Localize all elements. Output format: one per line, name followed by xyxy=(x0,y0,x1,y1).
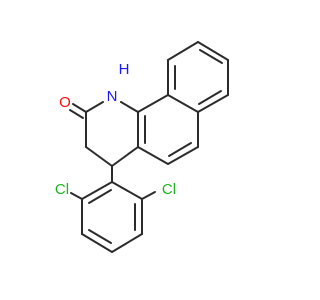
bond xyxy=(197,94,229,113)
bond-c-cl xyxy=(141,191,156,200)
bond xyxy=(167,146,199,165)
atom-label-oxygen: O xyxy=(59,94,71,111)
bond xyxy=(85,146,113,167)
bond xyxy=(81,233,113,253)
atom-label-chlorine-right: Cl xyxy=(162,181,176,198)
bond xyxy=(137,94,169,113)
bond-inner-double xyxy=(168,142,192,157)
bond xyxy=(111,146,139,167)
atom-label-chlorine-left: Cl xyxy=(55,181,69,198)
bond-inner-double xyxy=(198,90,222,105)
bond xyxy=(167,41,199,61)
bonds xyxy=(69,41,229,253)
bond-c-cl xyxy=(70,192,83,200)
atom-label-nitrogen: N xyxy=(107,88,118,105)
bond xyxy=(81,181,113,200)
bond xyxy=(120,101,139,113)
bond-inner-double xyxy=(88,189,112,204)
bond xyxy=(197,41,229,61)
bond-carbonyl xyxy=(72,103,87,113)
bond-inner-double xyxy=(88,229,112,244)
atom-label-nitrogen-hydrogen: H xyxy=(119,61,130,78)
bond xyxy=(85,101,104,113)
bond xyxy=(167,94,199,113)
bond xyxy=(111,181,143,200)
bond-inner-double xyxy=(199,49,223,64)
molecule-structure: N H O Cl Cl xyxy=(55,41,229,253)
bond xyxy=(111,233,143,253)
bond-carbonyl xyxy=(69,109,84,119)
bond xyxy=(137,146,169,165)
atom-labels: N H O Cl Cl xyxy=(55,61,176,198)
